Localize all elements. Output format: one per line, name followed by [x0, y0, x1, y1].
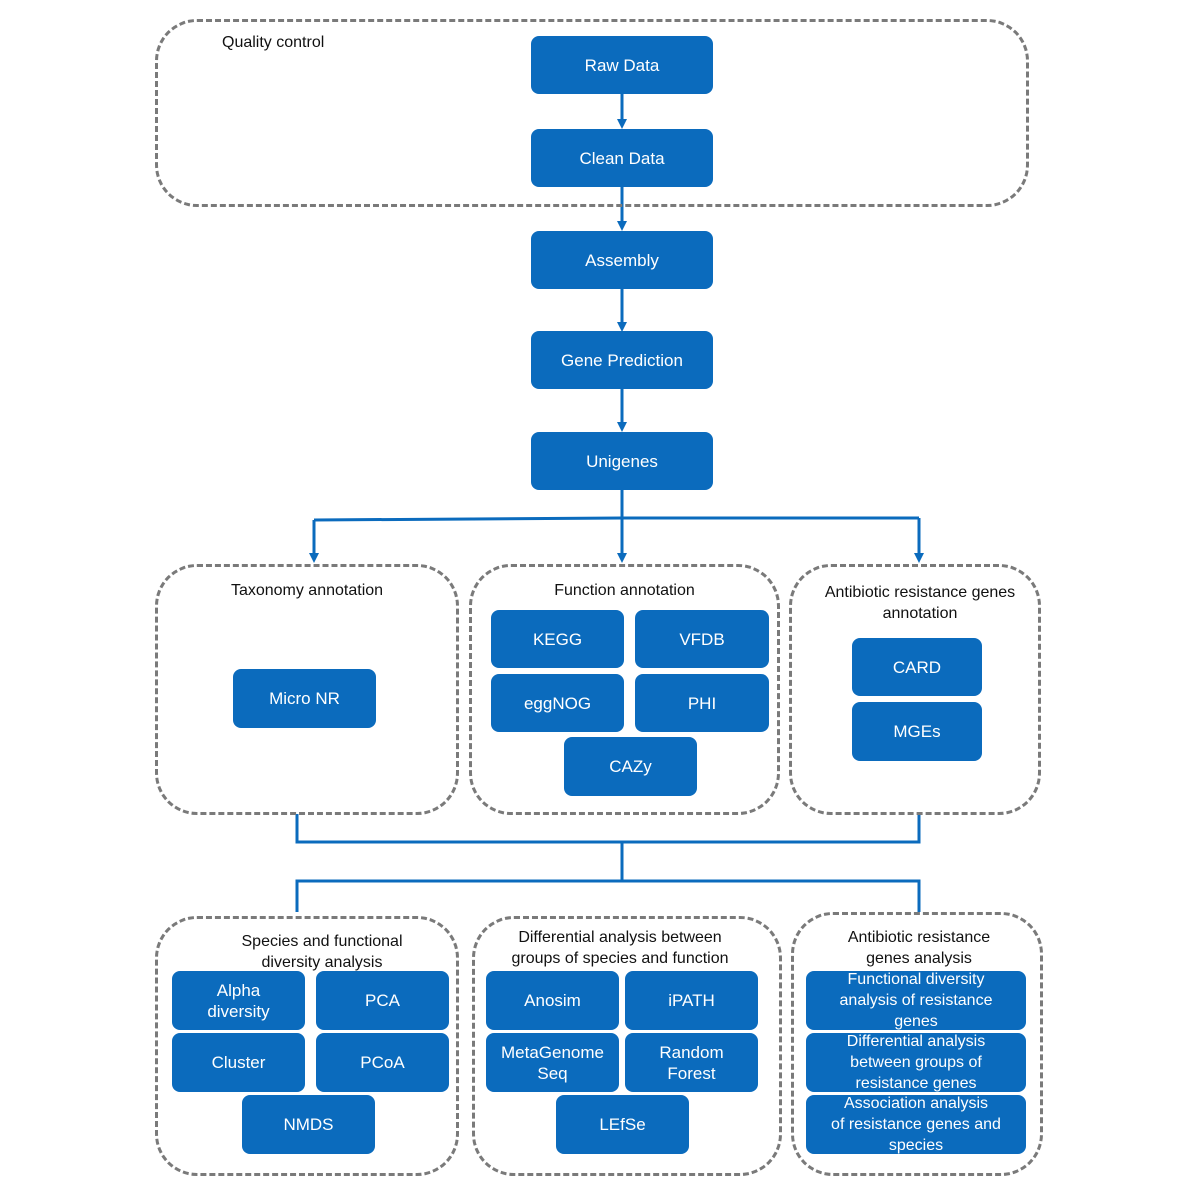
nmds-node: NMDS [242, 1095, 375, 1154]
unigenes-node: Unigenes [531, 432, 713, 490]
pcoa-node: PCoA [316, 1033, 449, 1092]
differential-analysis-group [472, 916, 782, 1176]
anosim-node: Anosim [486, 971, 619, 1030]
clean-data-node: Clean Data [531, 129, 713, 187]
differential-resistance-node: Differential analysis between groups of … [806, 1033, 1026, 1092]
antibiotic-annotation-group [789, 564, 1041, 815]
eggnog-node: eggNOG [491, 674, 624, 732]
random-forest-node: Random Forest [625, 1033, 758, 1092]
kegg-node: KEGG [491, 610, 624, 668]
card-node: CARD [852, 638, 982, 696]
raw-data-node: Raw Data [531, 36, 713, 94]
connector-branch-bar [313, 516, 919, 522]
pca-node: PCA [316, 971, 449, 1030]
quality-control-label: Quality control [222, 34, 325, 51]
function-annotation-label: Function annotation [554, 582, 695, 599]
phi-node: PHI [635, 674, 769, 732]
functional-diversity-resistance-node: Functional diversity analysis of resista… [806, 971, 1026, 1030]
cluster-node: Cluster [172, 1033, 305, 1092]
quality-control-group [155, 19, 1029, 207]
connector-analysis-bar [295, 879, 921, 912]
cazy-node: CAZy [564, 737, 697, 796]
antibiotic-analysis-group [791, 912, 1043, 1176]
connector-merge-bar [295, 814, 921, 844]
antibiotic-analysis-label: Antibiotic resistance genes analysis [847, 929, 991, 967]
diversity-analysis-label: Species and functional diversity analysi… [241, 933, 403, 971]
taxonomy-annotation-group [155, 564, 459, 815]
differential-analysis-label: Differential analysis between groups of … [511, 929, 729, 967]
ipath-node: iPATH [625, 971, 758, 1030]
diversity-analysis-group [155, 916, 459, 1176]
vfdb-node: VFDB [635, 610, 769, 668]
gene-prediction-node: Gene Prediction [531, 331, 713, 389]
micro-nr-node: Micro NR [233, 669, 376, 728]
taxonomy-annotation-label: Taxonomy annotation [230, 582, 384, 599]
antibiotic-annotation-label: Antibiotic resistance genes annotation [824, 584, 1016, 622]
assembly-node: Assembly [531, 231, 713, 289]
alpha-diversity-node: Alpha diversity [172, 971, 305, 1030]
association-resistance-species-node: Association analysis of resistance genes… [806, 1095, 1026, 1154]
lefse-node: LEfSe [556, 1095, 689, 1154]
mges-node: MGEs [852, 702, 982, 761]
metagenomeseq-node: MetaGenome Seq [486, 1033, 619, 1092]
function-annotation-group [469, 564, 780, 815]
